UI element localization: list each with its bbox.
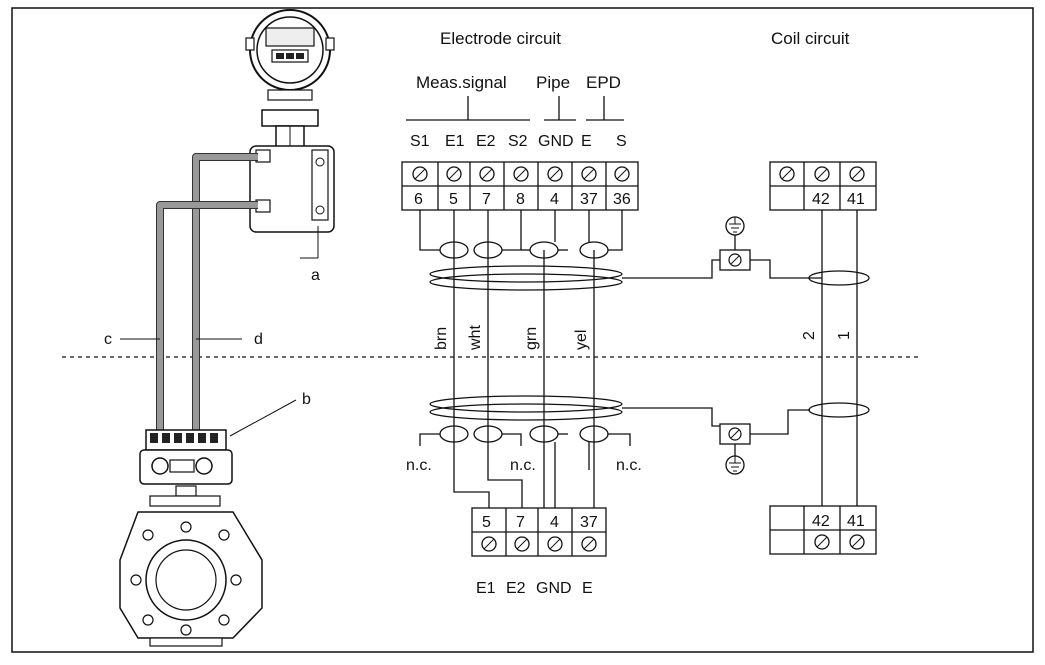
terminal-37: 37: [580, 191, 598, 208]
terminal-6: 6: [414, 191, 423, 208]
bottom-ground-terminal: [719, 409, 810, 475]
group-meas-signal: Meas.signal: [416, 73, 507, 92]
group-pipe: Pipe: [536, 73, 570, 92]
bottom-signal-labels: E1 E2 GND E: [476, 580, 593, 597]
bottom-label-e2: E2: [506, 580, 526, 597]
callout-b: b: [302, 391, 311, 408]
sensor-illustration: [119, 429, 263, 647]
terminal-screws-top: [412, 166, 630, 182]
bottom-terminal-7: 7: [516, 514, 525, 531]
group-epd: EPD: [586, 73, 621, 92]
signal-label-s2: S2: [508, 133, 528, 150]
diagram-frame: [11, 7, 1034, 653]
top-coil-terminal-block: 42 41: [769, 161, 877, 211]
wire-grn: grn: [523, 327, 540, 350]
top-signal-labels: S1 E1 E2 S2 GND E S: [410, 133, 627, 150]
callout-c: c: [104, 331, 112, 348]
coil-terminal-42-top: 42: [812, 191, 830, 208]
callout-d: d: [254, 331, 263, 348]
coil-wire-number-1: 1: [836, 331, 853, 340]
coil-wire-number-2: 2: [801, 331, 818, 340]
wire-brn: brn: [433, 327, 450, 350]
wire-wht: wht: [467, 325, 484, 351]
bottom-terminal-37: 37: [580, 514, 598, 531]
coil-circuit-heading: Coil circuit: [771, 29, 850, 48]
bottom-label-e1: E1: [476, 580, 496, 597]
bottom-terminal-5: 5: [482, 514, 491, 531]
signal-label-e1: E1: [445, 133, 465, 150]
not-connected-1: n.c.: [406, 457, 432, 474]
terminal-5: 5: [449, 191, 458, 208]
wire-color-labels: brn wht grn yel: [433, 325, 590, 351]
bottom-coil-terminal-block: 42 41: [769, 505, 877, 555]
top-electrode-terminal-block: 6 5 7 8 4 37 36: [401, 161, 639, 211]
top-shield-wiring: [419, 210, 720, 420]
signal-label-s: S: [616, 133, 627, 150]
callout-a: a: [311, 267, 320, 284]
signal-label-s1: S1: [410, 133, 430, 150]
coil-terminal-41-bottom: 41: [847, 513, 865, 530]
terminal-8: 8: [516, 191, 525, 208]
connection-cables: [156, 153, 258, 440]
transmitter-illustration: [245, 9, 335, 258]
coil-terminal-41-top: 41: [847, 191, 865, 208]
not-connected-2: n.c.: [510, 457, 536, 474]
terminal-36: 36: [613, 191, 631, 208]
top-ground-terminal: [719, 216, 822, 279]
signal-label-gnd: GND: [538, 133, 574, 150]
signal-label-e2: E2: [476, 133, 496, 150]
device-callouts: a b c d: [104, 257, 320, 437]
bottom-electrode-terminal-block: 5 7 4 37: [471, 507, 607, 557]
terminal-7: 7: [482, 191, 491, 208]
bottom-label-e: E: [582, 580, 593, 597]
coil-terminal-42-bottom: 42: [812, 513, 830, 530]
signal-label-e: E: [581, 133, 592, 150]
terminal-4: 4: [550, 191, 559, 208]
bottom-terminal-4: 4: [550, 514, 559, 531]
not-connected-3: n.c.: [616, 457, 642, 474]
bottom-label-gnd: GND: [536, 580, 572, 597]
bottom-shield-wiring: [419, 395, 720, 512]
wire-yel: yel: [573, 330, 590, 350]
electrode-circuit-heading: Electrode circuit: [440, 29, 561, 48]
